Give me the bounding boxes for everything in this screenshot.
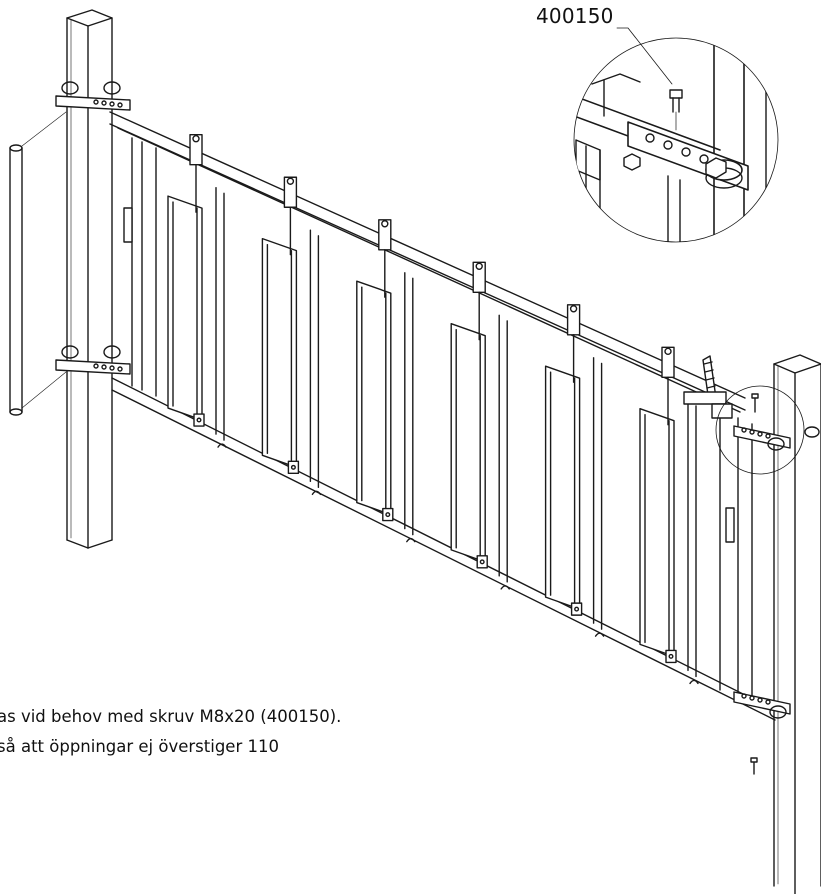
left-upper-hinge-bracket <box>55 81 131 111</box>
gate-panel <box>167 134 227 448</box>
loose-hinge-pin <box>9 111 67 416</box>
gate-panel <box>261 176 322 496</box>
gate-panel <box>544 304 605 637</box>
hinge-detail-view <box>573 37 779 243</box>
gate-end-uprights <box>123 137 753 705</box>
part-number-callout: 400150 <box>536 4 614 28</box>
right-post <box>773 354 821 894</box>
gate-panel <box>450 261 510 590</box>
gate-panel <box>639 346 699 685</box>
gate-panel <box>356 219 416 543</box>
instruction-note-line-1: as vid behov med skruv M8x20 (400150). <box>0 707 342 726</box>
latch-handle <box>683 355 733 419</box>
gate-bottom-rail <box>111 377 776 721</box>
left-lower-hinge-bracket <box>55 345 131 375</box>
gate-panels <box>167 134 699 685</box>
detail-bolt-icon <box>669 89 683 131</box>
part-number-leader <box>616 27 673 85</box>
instruction-note-line-2: så att öppningar ej överstiger 110 <box>0 737 279 756</box>
detail-circle-small <box>715 385 805 475</box>
right-upper-hinge-bracket <box>733 393 820 451</box>
right-lower-hinge-bracket <box>733 691 791 775</box>
gate-top-rail <box>109 111 746 413</box>
